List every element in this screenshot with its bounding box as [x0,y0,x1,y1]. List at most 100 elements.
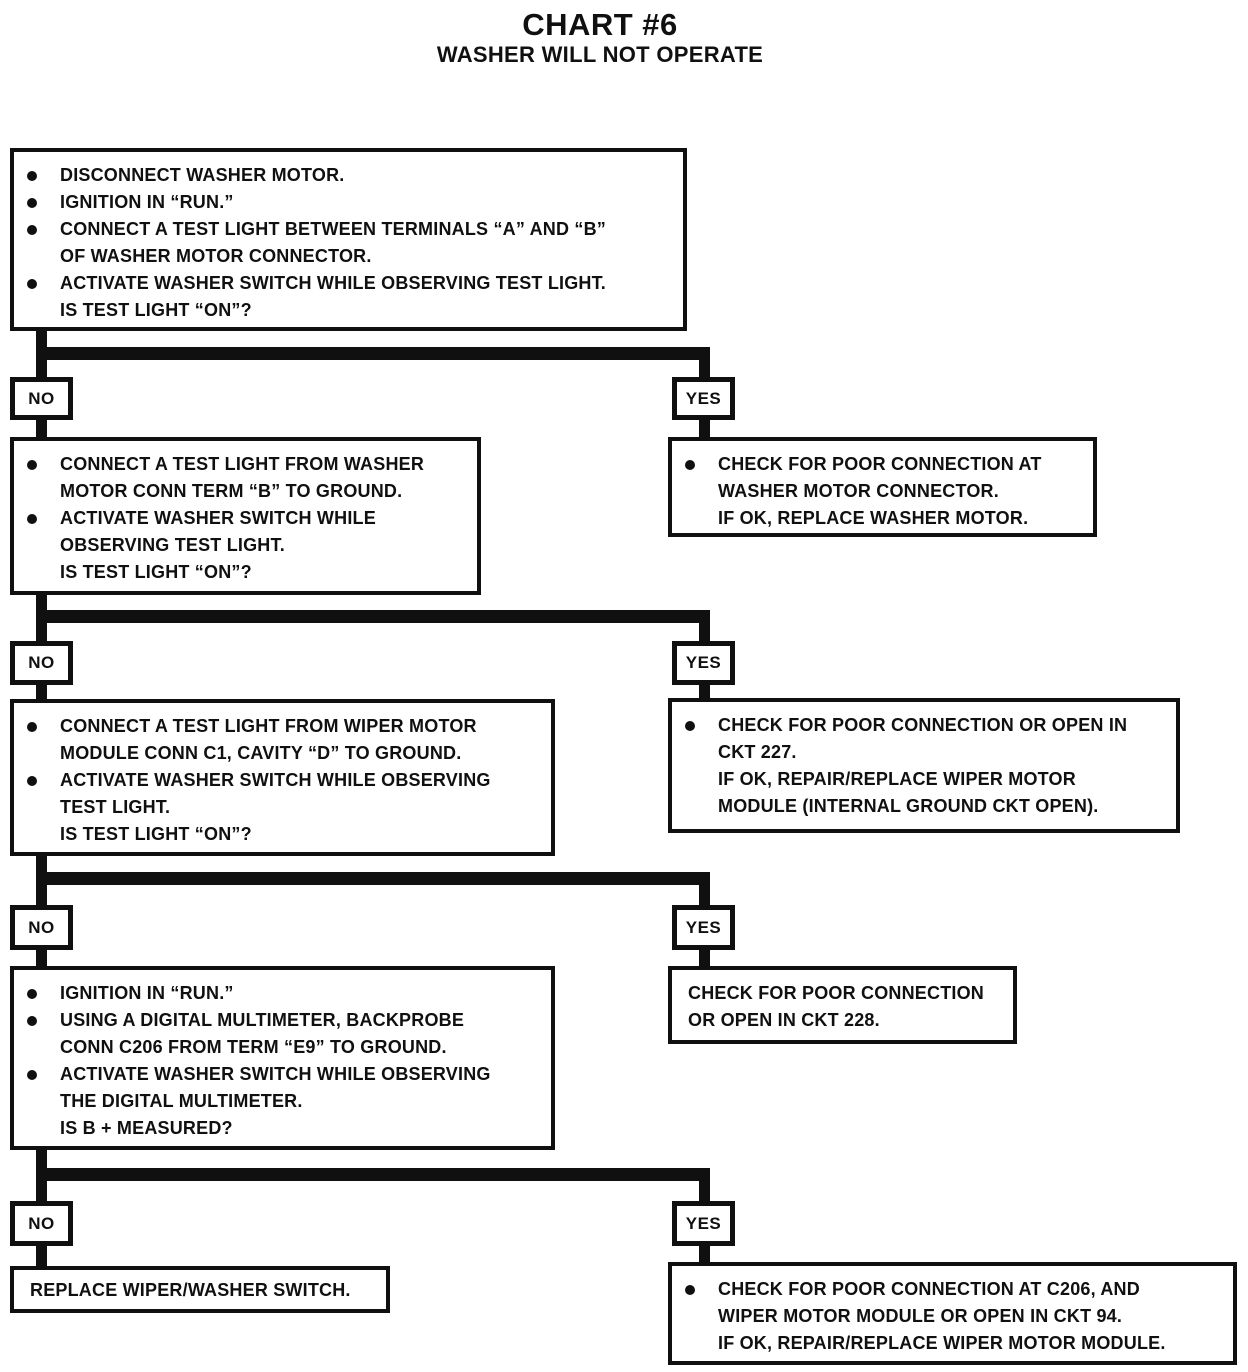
result-text: MODULE (INTERNAL GROUND CKT OPEN). [718,796,1099,816]
step-text: IS TEST LIGHT “ON”? [60,562,252,582]
connector-line [36,885,47,907]
flow-step-1: DISCONNECT WASHER MOTOR. IGNITION IN “RU… [10,148,687,331]
bullet-icon [682,712,718,739]
step-text: THE DIGITAL MULTIMETER. [60,1091,303,1111]
step-text: ACTIVATE WASHER SWITCH WHILE [60,508,376,528]
connector-line [699,420,710,439]
step-text: CONNECT A TEST LIGHT FROM WIPER MOTOR [60,716,477,736]
branch-no-4: NO [10,1201,73,1246]
connector-line [36,950,47,968]
bullet-icon [24,270,60,297]
list-item: CHECK FOR POOR CONNECTION OR OPEN IN CKT… [686,980,1007,1034]
flow-result-3: CHECK FOR POOR CONNECTION OR OPEN IN CKT… [668,966,1017,1044]
step-text: CONNECT A TEST LIGHT FROM WASHER [60,454,425,474]
step-text: ACTIVATE WASHER SWITCH WHILE OBSERVING [60,1064,491,1084]
bullet-icon [24,980,60,1007]
connector-line [699,623,710,643]
bullet-icon [682,451,718,478]
list-item: ACTIVATE WASHER SWITCH WHILE OBSERVING T… [24,1061,545,1142]
connector-line [36,331,47,351]
step-text: USING A DIGITAL MULTIMETER, BACKPROBE [60,1010,465,1030]
flow-result-1: CHECK FOR POOR CONNECTION AT WASHER MOTO… [668,437,1097,537]
result-text: CHECK FOR POOR CONNECTION OR OPEN IN [718,715,1128,735]
list-item: CONNECT A TEST LIGHT FROM WIPER MOTOR MO… [24,713,545,767]
page-title: CHART #6 [522,7,678,42]
list-item: CONNECT A TEST LIGHT BETWEEN TERMINALS “… [24,216,677,270]
flow-result-4: CHECK FOR POOR CONNECTION AT C206, AND W… [668,1262,1237,1365]
bullet-icon [24,451,60,478]
branch-yes-2: YES [672,641,735,685]
list-item: CONNECT A TEST LIGHT FROM WASHER MOTOR C… [24,451,471,505]
list-item: CHECK FOR POOR CONNECTION AT C206, AND W… [682,1276,1227,1357]
bullet-icon [24,216,60,243]
list-item: IGNITION IN “RUN.” [24,980,545,1007]
connector-line [36,610,710,623]
result-text: WIPER MOTOR MODULE OR OPEN IN CKT 94. [718,1306,1123,1326]
branch-no-3: NO [10,905,73,950]
bullet-icon [24,505,60,532]
connector-line [36,685,47,701]
step-text: ACTIVATE WASHER SWITCH WHILE OBSERVING T… [60,273,607,293]
list-item: ACTIVATE WASHER SWITCH WHILE OBSERVING T… [24,505,471,586]
list-item: CHECK FOR POOR CONNECTION AT WASHER MOTO… [682,451,1087,532]
connector-line [36,872,710,885]
bullet-icon [24,1061,60,1088]
step-text: REPLACE WIPER/WASHER SWITCH. [30,1280,351,1300]
step-text: TEST LIGHT. [60,797,171,817]
result-text: OR OPEN IN CKT 228. [688,1010,880,1030]
step-text: IGNITION IN “RUN.” [60,192,234,212]
step-text: IS TEST LIGHT “ON”? [60,300,252,320]
step-text: ACTIVATE WASHER SWITCH WHILE OBSERVING [60,770,491,790]
result-text: IF OK, REPLACE WASHER MOTOR. [718,508,1029,528]
connector-line [699,950,710,968]
connector-line [36,1150,47,1170]
list-item: DISCONNECT WASHER MOTOR. [24,162,677,189]
page-subtitle: WASHER WILL NOT OPERATE [436,42,764,67]
bullet-icon [682,1276,718,1303]
connector-line [36,595,47,612]
connector-line [699,1181,710,1203]
bullet-icon [24,767,60,794]
connector-line [699,1246,710,1264]
bullet-icon [24,1007,60,1034]
connector-line [699,685,710,700]
branch-yes-3: YES [672,905,735,950]
step-text: OF WASHER MOTOR CONNECTOR. [60,246,372,266]
result-text: CHECK FOR POOR CONNECTION AT [718,454,1042,474]
connector-line [36,1168,710,1181]
flow-result-2: CHECK FOR POOR CONNECTION OR OPEN IN CKT… [668,698,1180,833]
flow-step-3: CONNECT A TEST LIGHT FROM WIPER MOTOR MO… [10,699,555,856]
step-text: CONNECT A TEST LIGHT BETWEEN TERMINALS “… [60,219,606,239]
result-text: CHECK FOR POOR CONNECTION AT C206, AND [718,1279,1140,1299]
result-text: CKT 227. [718,742,797,762]
result-text: IF OK, REPAIR/REPLACE WIPER MOTOR [718,769,1076,789]
step-text: IS TEST LIGHT “ON”? [60,824,252,844]
connector-line [36,360,47,380]
step-text: MODULE CONN C1, CAVITY “D” TO GROUND. [60,743,462,763]
list-item: USING A DIGITAL MULTIMETER, BACKPROBE CO… [24,1007,545,1061]
step-text: MOTOR CONN TERM “B” TO GROUND. [60,481,403,501]
step-text: IS B + MEASURED? [60,1118,233,1138]
bullet-icon [24,189,60,216]
connector-line [36,1246,47,1268]
step-text: OBSERVING TEST LIGHT. [60,535,285,555]
connector-line [36,420,47,439]
list-item: CHECK FOR POOR CONNECTION OR OPEN IN CKT… [682,712,1170,820]
flow-step-5: REPLACE WIPER/WASHER SWITCH. [10,1266,390,1313]
branch-yes-1: YES [672,377,735,420]
connector-line [36,623,47,643]
flow-step-4: IGNITION IN “RUN.” USING A DIGITAL MULTI… [10,966,555,1150]
connector-line [36,1181,47,1203]
connector-line [36,347,710,360]
branch-no-1: NO [10,377,73,420]
step-text: IGNITION IN “RUN.” [60,983,234,1003]
bullet-icon [24,713,60,740]
list-item: IGNITION IN “RUN.” [24,189,677,216]
bullet-icon [24,162,60,189]
list-item: ACTIVATE WASHER SWITCH WHILE OBSERVING T… [24,270,677,324]
branch-yes-4: YES [672,1201,735,1246]
connector-line [36,856,47,874]
result-text: IF OK, REPAIR/REPLACE WIPER MOTOR MODULE… [718,1333,1166,1353]
list-item: ACTIVATE WASHER SWITCH WHILE OBSERVING T… [24,767,545,848]
